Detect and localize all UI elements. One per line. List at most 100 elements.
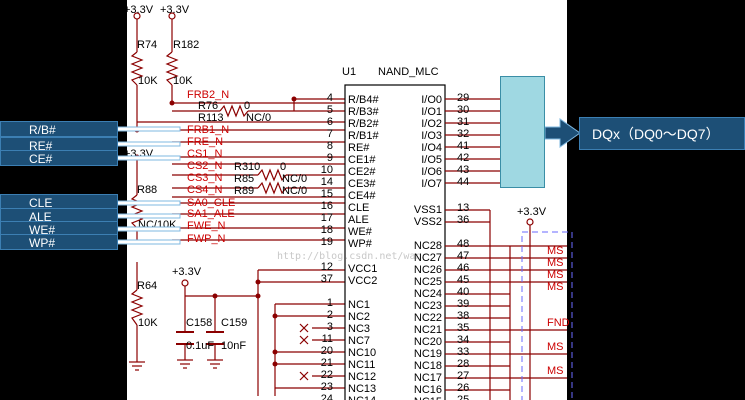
right-pin-number: 44 (457, 176, 469, 188)
left-pin-name: R/B2# (348, 118, 379, 130)
r113-ref: R113 (198, 112, 223, 124)
r76-ref: R76 (198, 100, 218, 112)
net-cs2: CS2_N (187, 160, 223, 172)
net-frb1: FRB1_N (187, 124, 229, 136)
left-pin-name: NC10 (348, 347, 376, 359)
left-pin-name: CE1# (348, 154, 376, 166)
right-pin-name: NC23 (414, 300, 442, 312)
left-pin-number: 17 (321, 212, 333, 224)
r310-value: 0 (280, 161, 286, 173)
net-ms-3: MS (547, 269, 564, 281)
left-pin-name: R/B3# (348, 106, 379, 118)
right-pin-name: NC25 (414, 276, 442, 288)
right-pin-number: 38 (457, 310, 469, 322)
left-pin-name: RE# (348, 142, 370, 154)
chip-ref: U1 (342, 66, 356, 78)
right-pin-number: 41 (457, 140, 469, 152)
right-pin-number: 48 (457, 238, 469, 250)
right-pin-name: I/O4 (421, 142, 442, 154)
left-pin-number: 11 (322, 333, 333, 345)
label-rb: R/B# (0, 121, 118, 137)
left-pin-number: 4 (327, 92, 333, 104)
right-pin-name: NC19 (414, 348, 442, 360)
left-pin-number: 23 (321, 381, 333, 393)
net-ms-1: MS (547, 245, 564, 257)
c159-ref: C159 (221, 317, 247, 329)
net-cs3: CS3_N (187, 172, 223, 184)
right-pin-name: NC24 (414, 288, 442, 300)
right-pin-name: VSS1 (414, 204, 442, 216)
right-pin-name: NC18 (414, 360, 442, 372)
left-pin-number: 21 (321, 357, 333, 369)
right-pin-name: VSS2 (414, 216, 442, 228)
net-ms-2: MS (547, 257, 564, 269)
right-pin-name: NC17 (414, 372, 442, 384)
net-fre: FRE_N (187, 136, 223, 148)
right-pin-name: NC15 (414, 396, 442, 400)
net-ms-4: MS (547, 281, 564, 293)
left-pin-number: 37 (321, 273, 333, 285)
right-pin-name: I/O7 (421, 178, 442, 190)
right-pin-number: 47 (457, 250, 469, 262)
right-pin-number: 31 (457, 116, 469, 128)
net-fwp: FWP_N (187, 233, 226, 245)
c158-value: 0.1uF (186, 340, 214, 352)
right-pin-number: 40 (457, 286, 469, 298)
left-pin-name: NC7 (348, 335, 370, 347)
right-pin-name: NC27 (414, 252, 442, 264)
right-pin-name: I/O1 (421, 106, 442, 118)
left-pin-name: VCC2 (348, 275, 377, 287)
r85-ref: R85 (234, 173, 254, 185)
sd-bus-box (500, 76, 545, 188)
right-pin-number: 28 (457, 358, 469, 370)
right-pin-name: I/O0 (421, 94, 442, 106)
right-pin-number: 33 (457, 346, 469, 358)
left-pin-name: NC14 (348, 395, 376, 400)
right-pin-number: 30 (457, 104, 469, 116)
left-pin-number: 2 (327, 309, 333, 321)
left-pin-name: CE2# (348, 166, 376, 178)
left-pin-number: 16 (321, 200, 333, 212)
net-fwe: FWE_N (187, 220, 226, 232)
right-pin-name: I/O3 (421, 130, 442, 142)
right-pin-name: NC26 (414, 264, 442, 276)
left-pin-name: CLE (348, 202, 369, 214)
r113-value: NC/0 (246, 112, 271, 124)
left-pin-number: 5 (327, 104, 333, 116)
right-pin-number: 34 (457, 334, 469, 346)
left-pin-number: 22 (321, 369, 333, 381)
right-pin-number: 45 (457, 274, 469, 286)
r74-value: 10K (138, 75, 158, 87)
right-pin-number: 35 (457, 322, 469, 334)
net-fnd: FND (547, 317, 570, 329)
vcc-label-r74: +3.3V (124, 4, 154, 16)
left-pin-name: VCC1 (348, 263, 377, 275)
left-pin-name: R/B1# (348, 130, 379, 142)
net-ms-6: MS (547, 365, 564, 377)
left-pin-name: WP# (348, 238, 373, 250)
left-pin-number: 1 (327, 297, 333, 309)
r85-value: NC/0 (282, 173, 307, 185)
right-pin-number: 32 (457, 128, 469, 140)
left-pin-number: 20 (321, 345, 333, 357)
right-pin-number: 26 (457, 382, 469, 394)
c158-ref: C158 (186, 317, 212, 329)
right-pin-number: 42 (457, 152, 469, 164)
left-pin-name: NC13 (348, 383, 376, 395)
r182-ref: R182 (173, 39, 199, 51)
left-pin-name: CE3# (348, 178, 376, 190)
left-pin-name: NC11 (348, 359, 375, 371)
net-sa1: SA1_ALE (187, 208, 235, 220)
net-cs4: CS4_N (187, 184, 223, 196)
net-cs1: CS1_N (187, 148, 223, 160)
left-pin-number: 12 (321, 261, 333, 273)
watermark: http://blog.csdn.net/wan (277, 251, 422, 262)
left-pin-number: 6 (327, 116, 333, 128)
r88-ref: R88 (137, 184, 157, 196)
left-pin-number: 24 (321, 393, 333, 400)
left-pin-number: 15 (321, 188, 333, 200)
c159-value: 10nF (221, 340, 246, 352)
right-pin-name: NC20 (414, 336, 442, 348)
vcc-label-r182: +3.3V (160, 4, 190, 16)
